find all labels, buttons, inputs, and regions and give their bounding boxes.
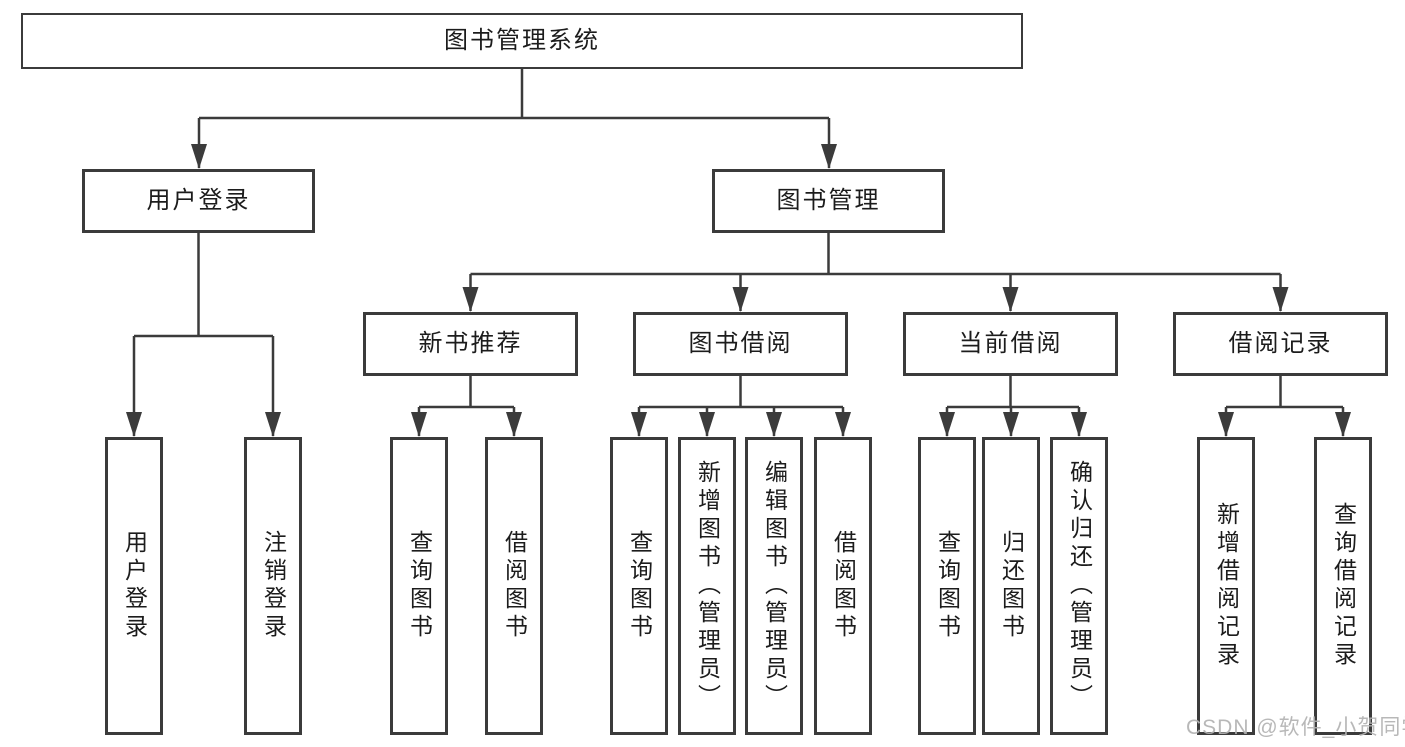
- leaf-newbook-borrow-books: 借阅图书: [485, 437, 543, 735]
- node-current-borrowing: 当前借阅: [903, 312, 1118, 376]
- leaf-user-login: 用户登录: [105, 437, 163, 735]
- leaf-newbook-query-books: 查询图书: [390, 437, 448, 735]
- node-borrow-records: 借阅记录: [1173, 312, 1388, 376]
- node-root-system: 图书管理系统: [21, 13, 1023, 69]
- leaf-logout: 注销登录: [244, 437, 302, 735]
- node-book-management: 图书管理: [712, 169, 945, 233]
- leaf-borrow-query-books: 查询图书: [610, 437, 668, 735]
- node-book-borrowing: 图书借阅: [633, 312, 848, 376]
- node-user-login: 用户登录: [82, 169, 315, 233]
- leaf-current-confirm-return-admin: 确认归还（管理员）: [1050, 437, 1108, 735]
- leaf-records-query-record: 查询借阅记录: [1314, 437, 1372, 735]
- leaf-borrow-edit-books-admin: 编辑图书（管理员）: [745, 437, 803, 735]
- csdn-watermark: CSDN @软件_小贺同学: [1186, 716, 1405, 739]
- leaf-current-query-books: 查询图书: [918, 437, 976, 735]
- leaf-borrow-borrow-books: 借阅图书: [814, 437, 872, 735]
- node-new-book-recommend: 新书推荐: [363, 312, 578, 376]
- leaf-borrow-add-books-admin: 新增图书（管理员）: [678, 437, 736, 735]
- leaf-current-return-books: 归还图书: [982, 437, 1040, 735]
- leaf-records-add-record: 新增借阅记录: [1197, 437, 1255, 735]
